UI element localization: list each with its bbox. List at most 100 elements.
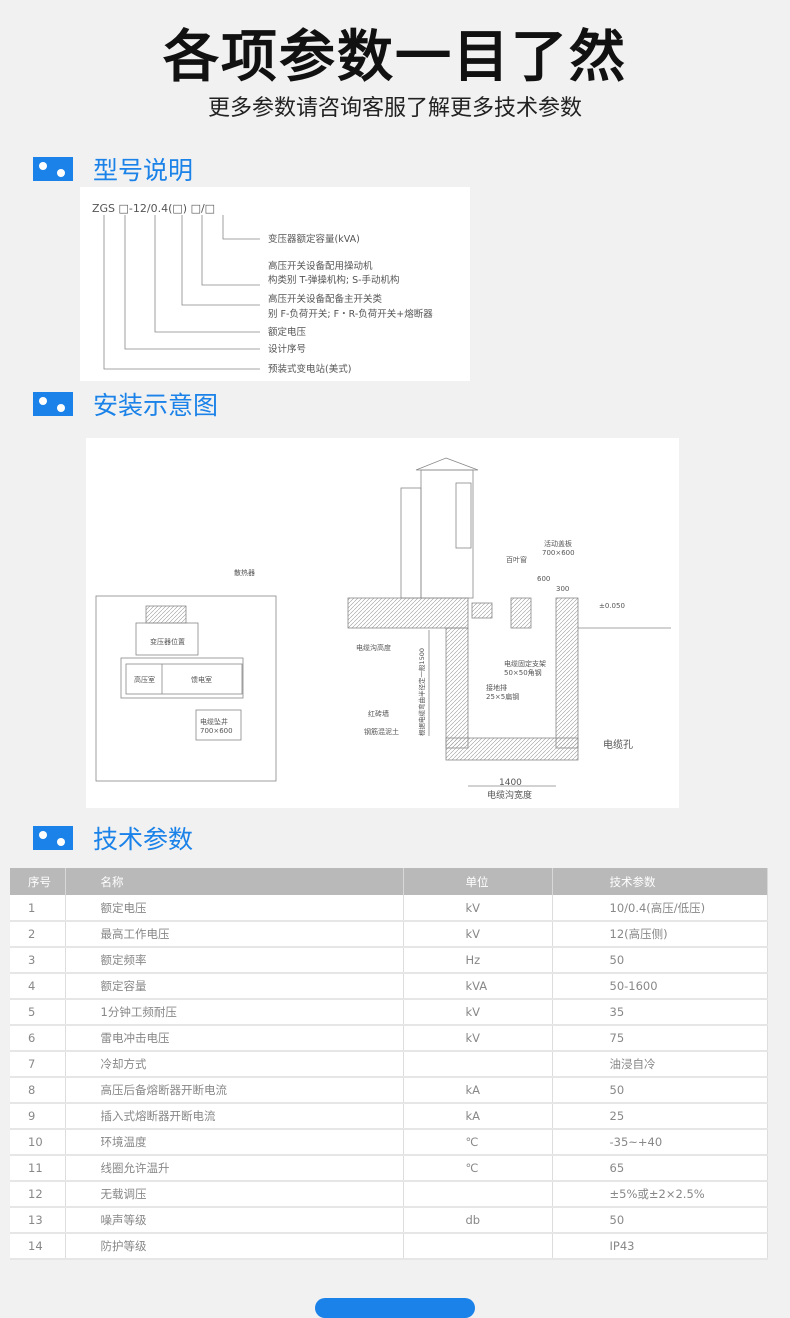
table-header-row: 序号 名称 单位 技术参数 — [10, 868, 768, 895]
table-cell: ℃ — [403, 1155, 553, 1182]
model-label: 变压器额定容量(kVA) — [268, 233, 360, 245]
section-title: 型号说明 — [93, 156, 194, 185]
table-cell: 3 — [10, 947, 66, 974]
model-label: 额定电压 — [268, 326, 307, 338]
table-cell: 油浸自冷 — [552, 1051, 768, 1078]
table-cell: 25 — [552, 1103, 768, 1130]
label: 700×600 — [200, 727, 233, 735]
table-cell: 插入式熔断器开断电流 — [65, 1103, 404, 1130]
table-cell: 65 — [552, 1155, 768, 1182]
table-cell — [403, 1051, 553, 1078]
label: 馈电室 — [191, 675, 212, 684]
table-cell: 噪声等级 — [65, 1207, 404, 1234]
table-cell: db — [403, 1207, 553, 1234]
label: 电缆坠井 — [200, 717, 228, 726]
table-cell: 高压后备熔断器开断电流 — [65, 1077, 404, 1104]
table-cell: 6 — [10, 1025, 66, 1052]
table-cell: kV — [403, 921, 553, 948]
table-cell: 7 — [10, 1051, 66, 1078]
model-label: 高压开关设备配备主开关类 — [268, 293, 383, 305]
table-cell — [403, 1181, 553, 1208]
label: 散热器 — [234, 568, 255, 577]
section-header-install: 安装示意图 — [33, 391, 218, 420]
section-header-model: 型号说明 — [33, 156, 193, 185]
section-title: 技术参数 — [93, 825, 194, 854]
label: 300 — [556, 585, 569, 593]
table-cell: 额定电压 — [65, 895, 404, 922]
table-cell: 12(高压侧) — [552, 921, 768, 948]
table-cell: ±5%或±2×2.5% — [552, 1181, 768, 1208]
table-cell: kA — [403, 1103, 553, 1130]
page-subtitle: 更多参数请咨询客服了解更多技术参数 — [207, 96, 582, 121]
table-cell: 雷电冲击电压 — [65, 1025, 404, 1052]
table-cell: kV — [403, 999, 553, 1026]
column-header: 序号 — [10, 868, 66, 895]
table-cell: 8 — [10, 1077, 66, 1104]
label: 钢筋混泥土 — [364, 727, 399, 736]
model-label: 别 F-负荷开关; F・R-负荷开关+熔断器 — [268, 308, 433, 320]
table-cell: kV — [403, 895, 553, 922]
table-cell: 10/0.4(高压/低压) — [552, 895, 768, 922]
label: 600 — [537, 575, 550, 583]
page-title: 各项参数一目了然 — [163, 25, 627, 90]
model-label: 构类别 T-弹操机构; S-手动机构 — [268, 274, 400, 286]
table-cell: 50-1600 — [552, 973, 768, 1000]
table-cell: 14 — [10, 1233, 66, 1260]
table-cell: 12 — [10, 1181, 66, 1208]
column-header: 技术参数 — [552, 868, 768, 895]
label: 50×50角钢 — [504, 668, 542, 677]
table-cell: 2 — [10, 921, 66, 948]
table-cell: 环境温度 — [65, 1129, 404, 1156]
table-cell: 冷却方式 — [65, 1051, 404, 1078]
table-cell: 10 — [10, 1129, 66, 1156]
column-header: 名称 — [65, 868, 404, 895]
height-note-label: 根据电缆弯曲半径定一般1500 — [417, 648, 426, 736]
table-cell: 13 — [10, 1207, 66, 1234]
table-cell: 11 — [10, 1155, 66, 1182]
table-cell: 4 — [10, 973, 66, 1000]
table-cell: 50 — [552, 1207, 768, 1234]
table-cell: 线圈允许温升 — [65, 1155, 404, 1182]
table-cell: kA — [403, 1077, 553, 1104]
table-cell: 50 — [552, 1077, 768, 1104]
table-cell: 防护等级 — [65, 1233, 404, 1260]
label: 25×5扁钢 — [486, 692, 519, 701]
table-cell: 1 — [10, 895, 66, 922]
contact-button[interactable] — [315, 1298, 475, 1318]
column-header: 单位 — [403, 868, 553, 895]
model-label: 预装式变电站(美式) — [268, 363, 351, 375]
model-label: 设计序号 — [268, 343, 306, 355]
label: 电缆沟宽度 — [487, 789, 532, 801]
table-cell: 75 — [552, 1025, 768, 1052]
label: 电缆沟高度 — [356, 643, 391, 652]
installation-diagram: 散热器 变压器位置 高压室 馈电室 电缆坠井 700×600 根据电缆弯曲半径定… — [86, 438, 679, 808]
label: 电缆固定支架 — [504, 659, 546, 668]
model-description-diagram: ZGS □-12/0.4(□) □/□ 变压器额定容量(kVA) 高压开关设备配… — [80, 187, 470, 381]
table-cell: 50 — [552, 947, 768, 974]
section-icon — [33, 157, 73, 181]
table-cell: 9 — [10, 1103, 66, 1130]
label: 1400 — [499, 778, 522, 788]
table-cell: IP43 — [552, 1233, 768, 1260]
section-icon — [33, 392, 73, 416]
table-cell: 35 — [552, 999, 768, 1026]
table-cell: kV — [403, 1025, 553, 1052]
model-code: ZGS □-12/0.4(□) □/□ — [92, 202, 215, 215]
table-cell: 额定容量 — [65, 973, 404, 1000]
section-header-params: 技术参数 — [33, 825, 193, 854]
label: 700×600 — [542, 549, 575, 557]
